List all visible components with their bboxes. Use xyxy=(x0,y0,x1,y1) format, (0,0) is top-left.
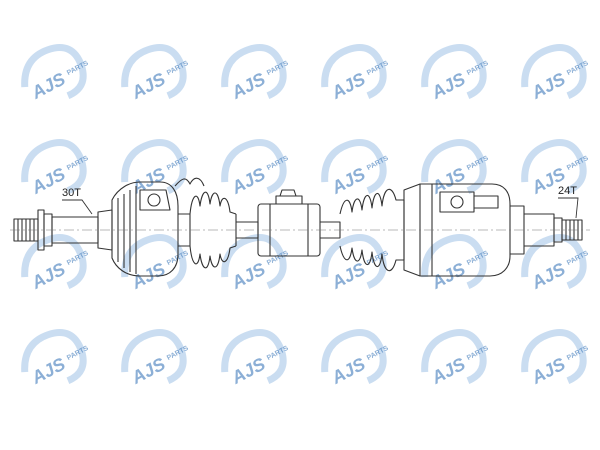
left-boot xyxy=(174,177,237,269)
ajs-parts-watermark xyxy=(114,35,197,111)
ajs-parts-watermark xyxy=(114,130,197,206)
drive-shaft xyxy=(10,177,590,277)
ajs-parts-watermark xyxy=(14,320,97,396)
ajs-parts-watermark xyxy=(414,130,497,206)
ajs-parts-watermark xyxy=(114,320,197,396)
ajs-parts-watermark xyxy=(14,130,97,206)
ajs-parts-watermark xyxy=(314,130,397,206)
ajs-parts-watermark xyxy=(314,35,397,111)
ajs-parts-watermark xyxy=(314,320,397,396)
ajs-parts-watermark xyxy=(314,225,397,301)
ajs-parts-watermark xyxy=(14,35,97,111)
ajs-parts-watermark xyxy=(214,130,297,206)
left-spline-shaft xyxy=(13,209,113,251)
left-spline-count-label: 30T xyxy=(62,187,81,199)
center-bar xyxy=(236,189,341,257)
ajs-parts-watermark xyxy=(114,225,197,301)
ajs-parts-watermark xyxy=(214,35,297,111)
ajs-parts-watermark xyxy=(214,225,297,301)
ajs-parts-watermark xyxy=(514,130,597,206)
ajs-parts-watermark xyxy=(414,225,497,301)
callout-leaders xyxy=(62,197,579,219)
ajs-parts-watermark xyxy=(514,320,597,396)
ajs-parts-watermark xyxy=(214,320,297,396)
ajs-parts-watermark xyxy=(514,225,597,301)
ajs-parts-watermark xyxy=(14,225,97,301)
ajs-parts-watermark xyxy=(414,35,497,111)
right-spline-count-label: 24T xyxy=(558,185,577,197)
ajs-parts-watermark xyxy=(514,35,597,111)
ajs-parts-watermark xyxy=(414,320,497,396)
